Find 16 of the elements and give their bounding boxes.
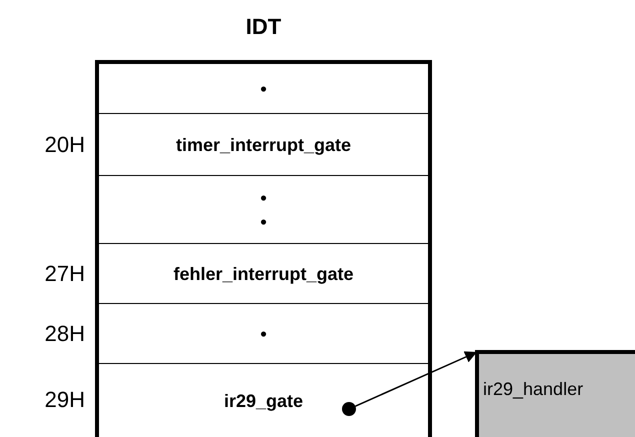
row-label: fehler_interrupt_gate — [173, 262, 354, 286]
row-label: • • — [259, 186, 268, 234]
table-frame — [95, 60, 432, 437]
row-label: • — [259, 78, 268, 100]
offset-label: 29H — [44, 387, 85, 413]
row-label: ir29_gate — [224, 390, 304, 413]
pointer-dot — [342, 402, 356, 416]
offset-label: 20H — [44, 132, 85, 158]
table-title: IDT — [244, 14, 282, 40]
handler-box — [475, 350, 635, 437]
offset-label: 27H — [44, 261, 85, 287]
row-label: • — [259, 322, 268, 346]
arrow — [355, 351, 478, 407]
offset-label: 28H — [44, 321, 85, 347]
row-label: timer_interrupt_gate — [176, 134, 352, 157]
handler-label: ir29_handler — [483, 379, 584, 399]
